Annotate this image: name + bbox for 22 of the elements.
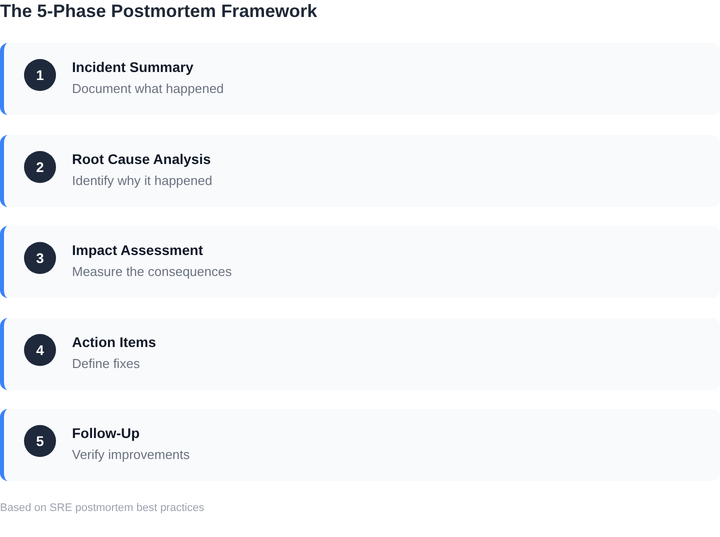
phase-title: Impact Assessment [72,241,203,259]
phase-card [0,135,720,207]
phase-title: Incident Summary [72,58,194,76]
phase-description: Identify why it happened [72,172,212,189]
step-number-circle: 1 [24,59,56,91]
phase-card [0,43,720,115]
phase-card [0,409,720,481]
phase-description: Measure the consequences [72,263,232,280]
step-number-circle: 3 [24,242,56,274]
phase-title: Action Items [72,333,156,351]
diagram-title: The 5-Phase Postmortem Framework [0,0,318,22]
step-number-circle: 2 [24,151,56,183]
step-number-circle: 4 [24,334,56,366]
phase-description: Document what happened [72,80,224,97]
phase-description: Define fixes [72,355,140,372]
phase-card [0,226,720,298]
phase-title: Follow-Up [72,424,140,442]
phase-card [0,318,720,390]
phase-title: Root Cause Analysis [72,150,211,168]
phase-description: Verify improvements [72,446,190,463]
footnote: Based on SRE postmortem best practices [0,501,204,515]
step-number-circle: 5 [24,425,56,457]
